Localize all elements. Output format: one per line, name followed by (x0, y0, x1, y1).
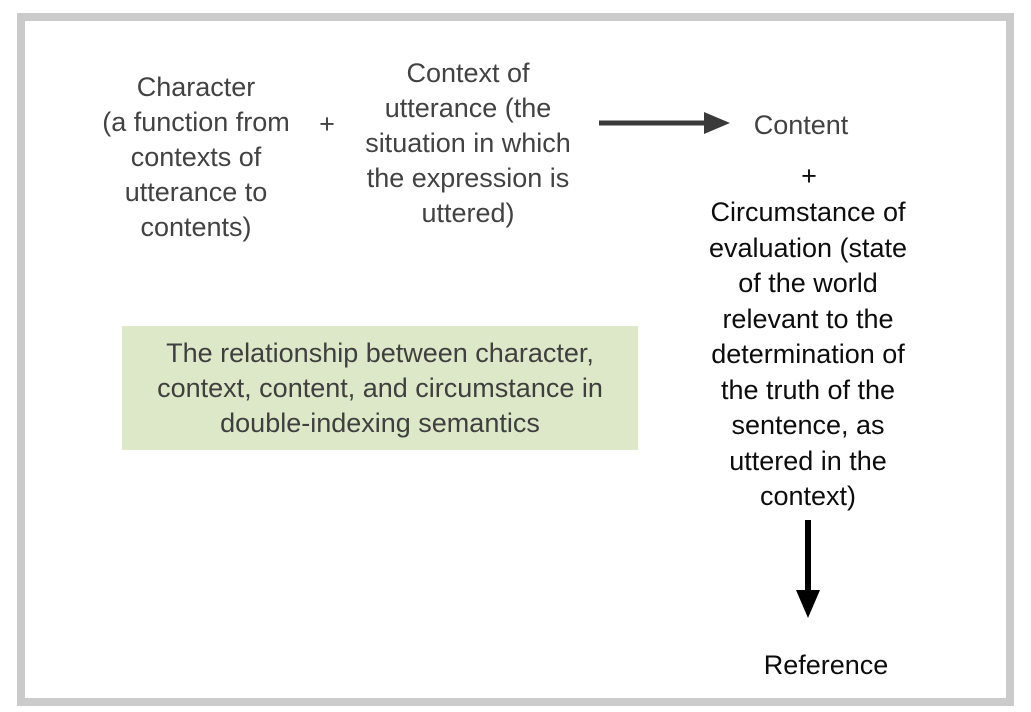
right-arrow-icon (599, 112, 730, 134)
reference-term: Reference (763, 650, 889, 680)
context-term: Context of utterance (the situation in w… (365, 58, 571, 228)
circumstance-term: Circumstance of evaluation (state of the… (708, 197, 908, 511)
caption-text: The relationship between character, cont… (157, 337, 603, 438)
character-term: Character (a function from contexts of u… (102, 72, 290, 242)
caption-box: The relationship between character, cont… (122, 326, 638, 450)
plus-sign-top: + (319, 109, 335, 139)
content-term: Content (753, 110, 849, 140)
down-arrow-icon (796, 520, 820, 618)
plus-sign-right: + (801, 161, 817, 191)
